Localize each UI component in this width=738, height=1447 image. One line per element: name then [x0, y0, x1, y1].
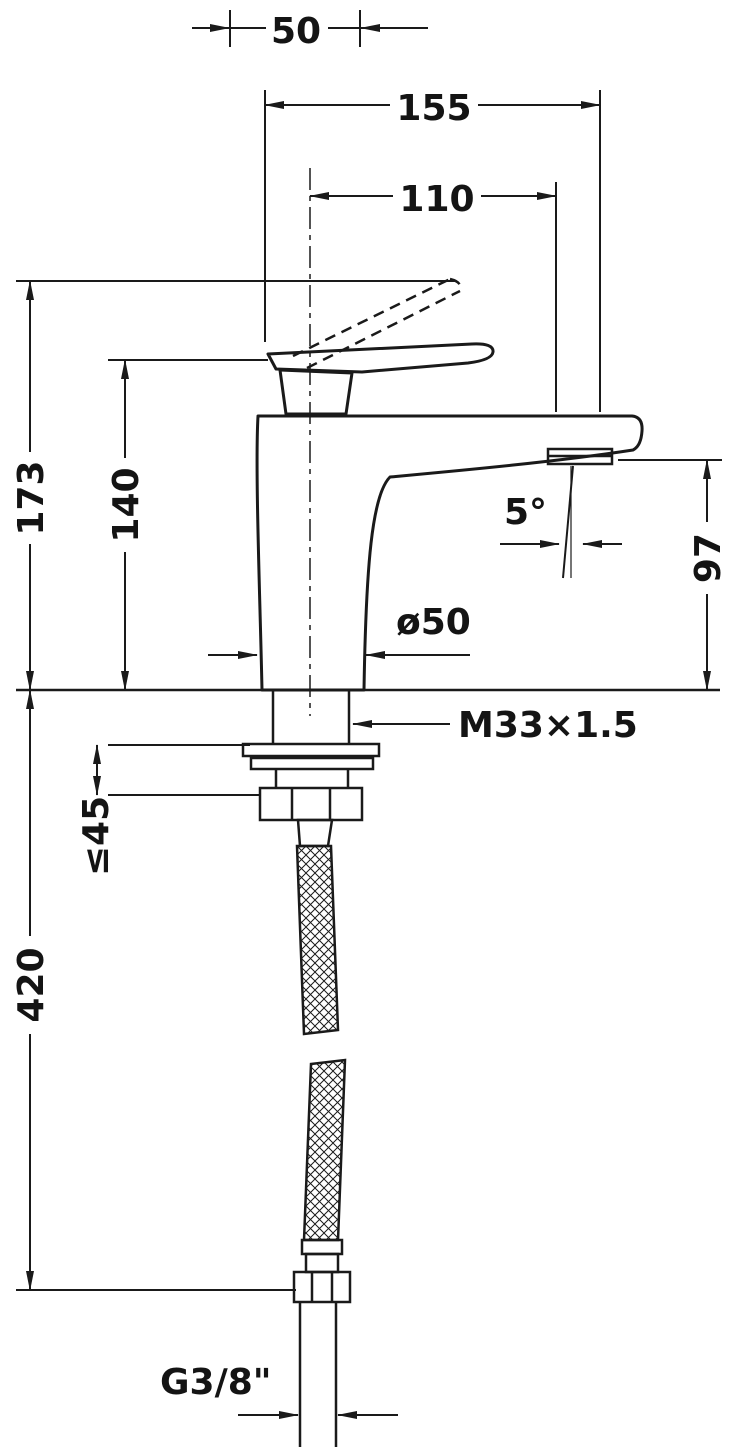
dimension-overall-depth: 155 — [264, 84, 601, 412]
mounting-nut — [258, 786, 364, 822]
dimension-hose-length: 420 — [6, 689, 296, 1291]
dimension-body-height: 140 — [100, 359, 268, 691]
hose-upper-segment — [295, 844, 340, 1036]
dimension-label-110: 110 — [399, 179, 474, 220]
annotation-label-5deg: 5° — [504, 492, 547, 533]
dimension-label-50: 50 — [271, 11, 321, 52]
washer-plates — [241, 742, 381, 771]
dimension-hose-thread: G3/8" — [160, 1362, 398, 1419]
hose-end-fitting — [292, 1238, 352, 1447]
aerator — [546, 447, 614, 466]
faucet-body — [255, 414, 644, 692]
dimension-label-max-45: ≤45 — [76, 796, 117, 876]
dimension-label-420: 420 — [11, 947, 52, 1022]
dimension-spout-reach: 110 — [309, 175, 557, 412]
dimension-label-173: 173 — [11, 460, 52, 535]
dimension-label-140: 140 — [106, 467, 147, 542]
dimension-label-diameter-50: ø50 — [396, 602, 471, 643]
dimension-label-g38: G3/8" — [160, 1362, 272, 1403]
dimension-max-deck-thickness: ≤45 — [76, 744, 260, 876]
hose-lower-segment — [302, 1058, 347, 1242]
hose-adapter — [296, 818, 334, 848]
faucet-outline — [255, 277, 644, 692]
dimension-base-diameter: ø50 — [208, 602, 471, 659]
dimension-label-97: 97 — [688, 533, 729, 583]
dimension-overall-height: 173 — [6, 280, 455, 691]
annotation-label-thread: M33×1.5 — [458, 705, 638, 746]
lever-raised-dashed — [292, 277, 462, 370]
dimension-handle-offset: 50 — [192, 6, 428, 52]
mounting-shank — [271, 690, 351, 788]
dimension-spout-outlet-height: 97 — [618, 459, 730, 691]
lever-handle — [266, 342, 495, 374]
mounting-assembly — [241, 690, 381, 1447]
annotation-mounting-thread: M33×1.5 — [352, 705, 638, 746]
dimension-label-155: 155 — [396, 88, 471, 129]
handle-cap — [278, 368, 354, 416]
annotation-spout-angle: 5° — [500, 492, 622, 548]
